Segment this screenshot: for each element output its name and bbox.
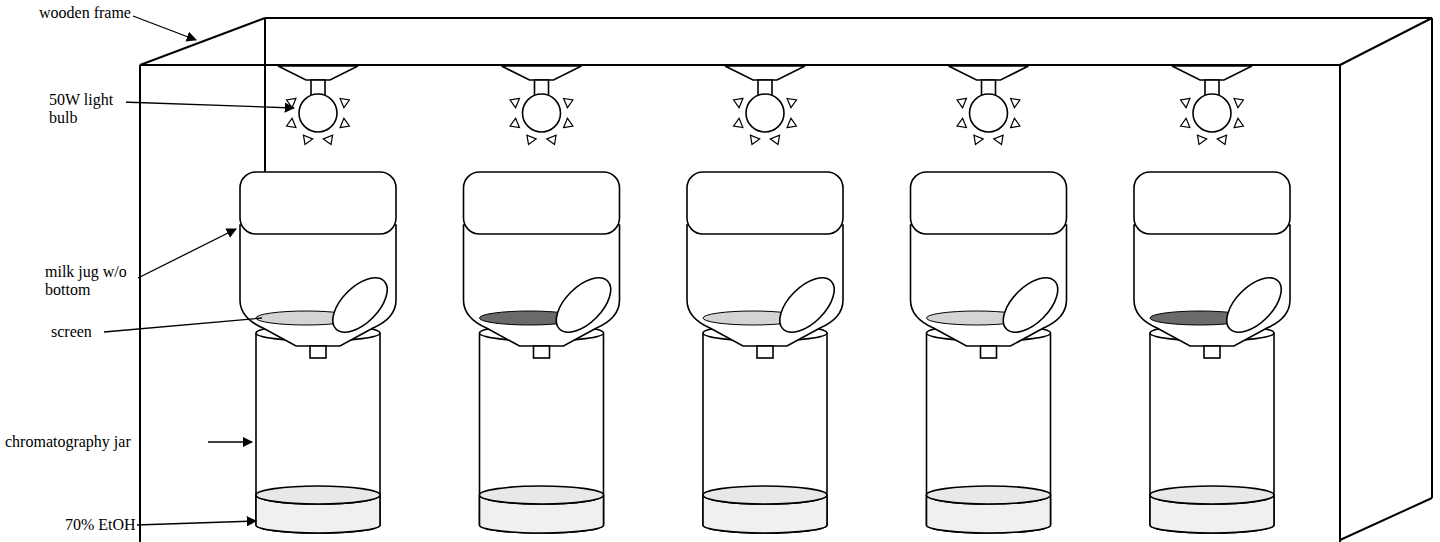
part-label: screen: [50, 323, 93, 341]
wooden-frame: [140, 18, 1432, 542]
lamp-jug-jar-unit: [464, 66, 621, 533]
part-label: chromatography jar: [4, 433, 132, 451]
part-label: 70% EtOH: [64, 516, 137, 534]
part-label: wooden frame: [38, 4, 132, 22]
lamp-jug-jar-unit: [687, 66, 844, 533]
lamp-jug-jar-unit: [240, 66, 397, 533]
part-label: milk jug w/o bottom: [44, 263, 138, 299]
lamp-jug-jar-unit: [911, 66, 1068, 533]
lamp-jug-jar-unit: [1134, 66, 1291, 533]
part-label: 50W light bulb: [48, 91, 126, 127]
